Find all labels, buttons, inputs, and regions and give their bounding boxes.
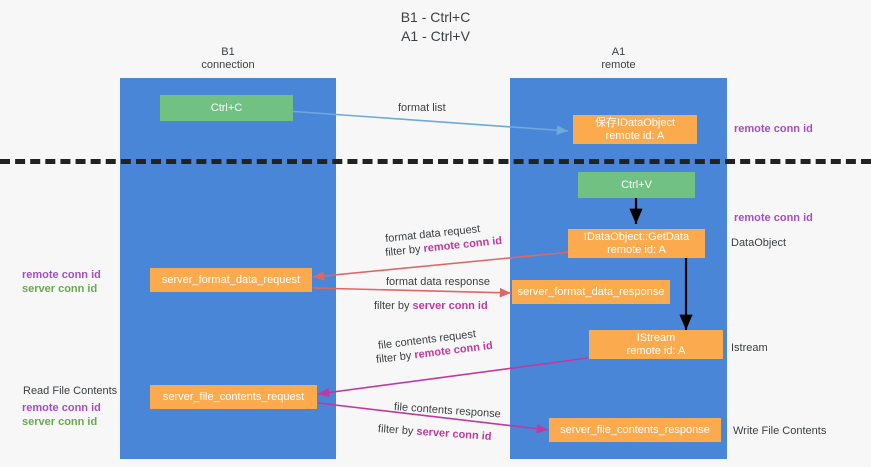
node-server-format-data-response[interactable]: server_format_data_response: [512, 280, 670, 304]
lane-header-a1: A1 remote: [601, 46, 636, 71]
side-label-write-file-contents: Write File Contents: [733, 425, 827, 437]
phase-divider: [0, 159, 871, 164]
node-ctrl-c[interactable]: Ctrl+C: [160, 95, 293, 121]
side-label-read-file-contents: Read File Contents: [23, 385, 118, 397]
filter-prefix: filter by: [374, 300, 413, 312]
node-idataobject-getdata-line2: remote id: A: [607, 243, 666, 256]
node-store-idataobject[interactable]: 保存IDataObject remote id: A: [573, 115, 697, 144]
node-store-idataobject-line1: 保存IDataObject: [594, 116, 676, 129]
side-label-left-remote-conn-id: remote conn id: [22, 269, 101, 281]
node-ctrl-v[interactable]: Ctrl+V: [578, 172, 695, 198]
edge-label-format-data-response: format data response: [386, 276, 490, 288]
node-idataobject-getdata[interactable]: IDataObject::GetData remote id: A: [568, 229, 705, 258]
node-server-file-contents-response-label: server_file_contents_response: [560, 423, 710, 436]
side-label-dataobject: DataObject: [731, 237, 787, 249]
diagram-title: B1 - Ctrl+C A1 - Ctrl+V: [400, 9, 471, 44]
lane-header-b1: B1 connection: [201, 46, 255, 71]
side-label-right-remote-conn-id-top: remote conn id: [734, 123, 813, 135]
filter-prefix: filter by: [384, 243, 425, 260]
edge-label-file-contents-response: file contents response: [393, 401, 502, 421]
edge-label-format-data-response-filter: filter by server conn id: [374, 299, 488, 313]
side-label-right-remote-conn-id-mid: remote conn id: [734, 212, 813, 224]
node-server-format-data-request-label: server_format_data_request: [161, 273, 301, 286]
node-server-format-data-response-label: server_format_data_response: [517, 285, 665, 298]
node-server-file-contents-request[interactable]: server_file_contents_request: [150, 385, 317, 409]
edge-label-file-contents-response-filter: filter by server conn id: [378, 422, 492, 444]
side-label-istream: Istream: [731, 342, 768, 354]
side-label-left-server-conn-id: server conn id: [22, 283, 98, 295]
node-idataobject-getdata-line1: IDataObject::GetData: [583, 230, 690, 243]
node-istream[interactable]: IStream remote id: A: [589, 330, 723, 359]
node-server-file-contents-response[interactable]: server_file_contents_response: [549, 418, 721, 442]
node-ctrl-v-label: Ctrl+V: [621, 178, 652, 191]
filter-prefix: filter by: [375, 349, 416, 367]
side-label-left-bottom-server-conn-id: server conn id: [22, 416, 98, 428]
filter-key-server-conn-id: server conn id: [416, 425, 492, 443]
node-store-idataobject-line2: remote id: A: [605, 129, 665, 142]
filter-key-server-conn-id: server conn id: [412, 300, 488, 312]
node-istream-line2: remote id: A: [626, 344, 686, 357]
side-label-left-bottom-remote-conn-id: remote conn id: [22, 402, 101, 414]
node-ctrl-c-label: Ctrl+C: [210, 101, 243, 114]
node-istream-line1: IStream: [636, 331, 676, 344]
node-server-file-contents-request-label: server_file_contents_request: [162, 390, 305, 403]
edge-label-format-list: format list: [398, 102, 446, 114]
node-server-format-data-request[interactable]: server_format_data_request: [150, 268, 312, 292]
filter-prefix: filter by: [377, 423, 417, 438]
